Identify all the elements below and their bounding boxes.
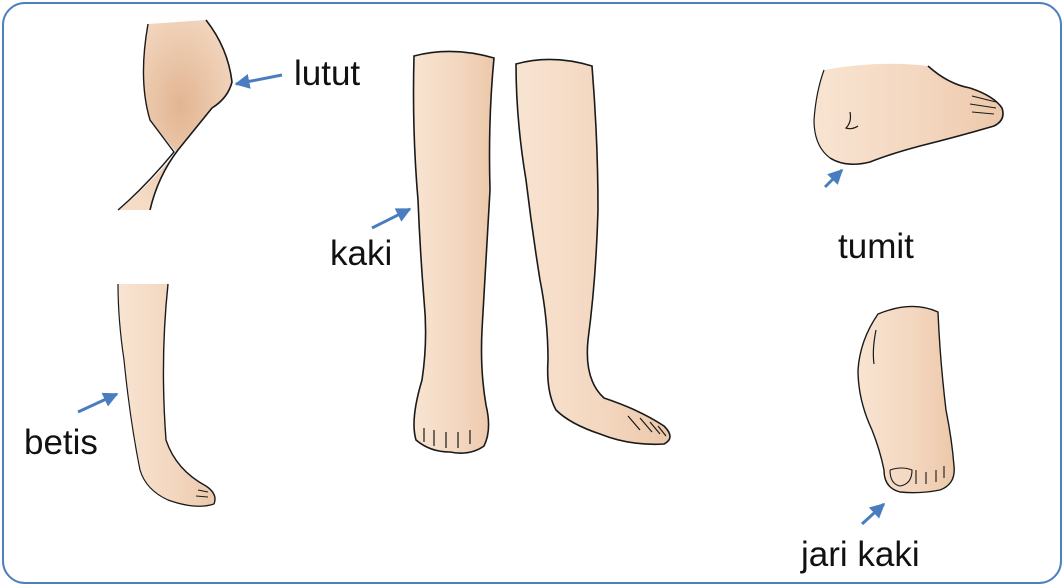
jari-kaki-arrow [862, 504, 884, 524]
lutut-arrow [236, 75, 282, 84]
top-foot-illustration [858, 306, 954, 492]
knee-illustration [118, 20, 232, 210]
betis-label: betis [24, 423, 98, 463]
kaki-label: kaki [330, 234, 392, 274]
lutut-label: lutut [294, 54, 360, 94]
kaki-arrow [372, 209, 410, 228]
calf-illustration [118, 284, 215, 506]
tumit-arrow [825, 170, 842, 187]
side-foot-illustration [814, 64, 1003, 165]
tumit-label: tumit [838, 227, 914, 267]
jari-kaki-label: jari kaki [801, 535, 920, 575]
front-legs-illustration [414, 51, 671, 453]
betis-arrow [78, 394, 117, 412]
